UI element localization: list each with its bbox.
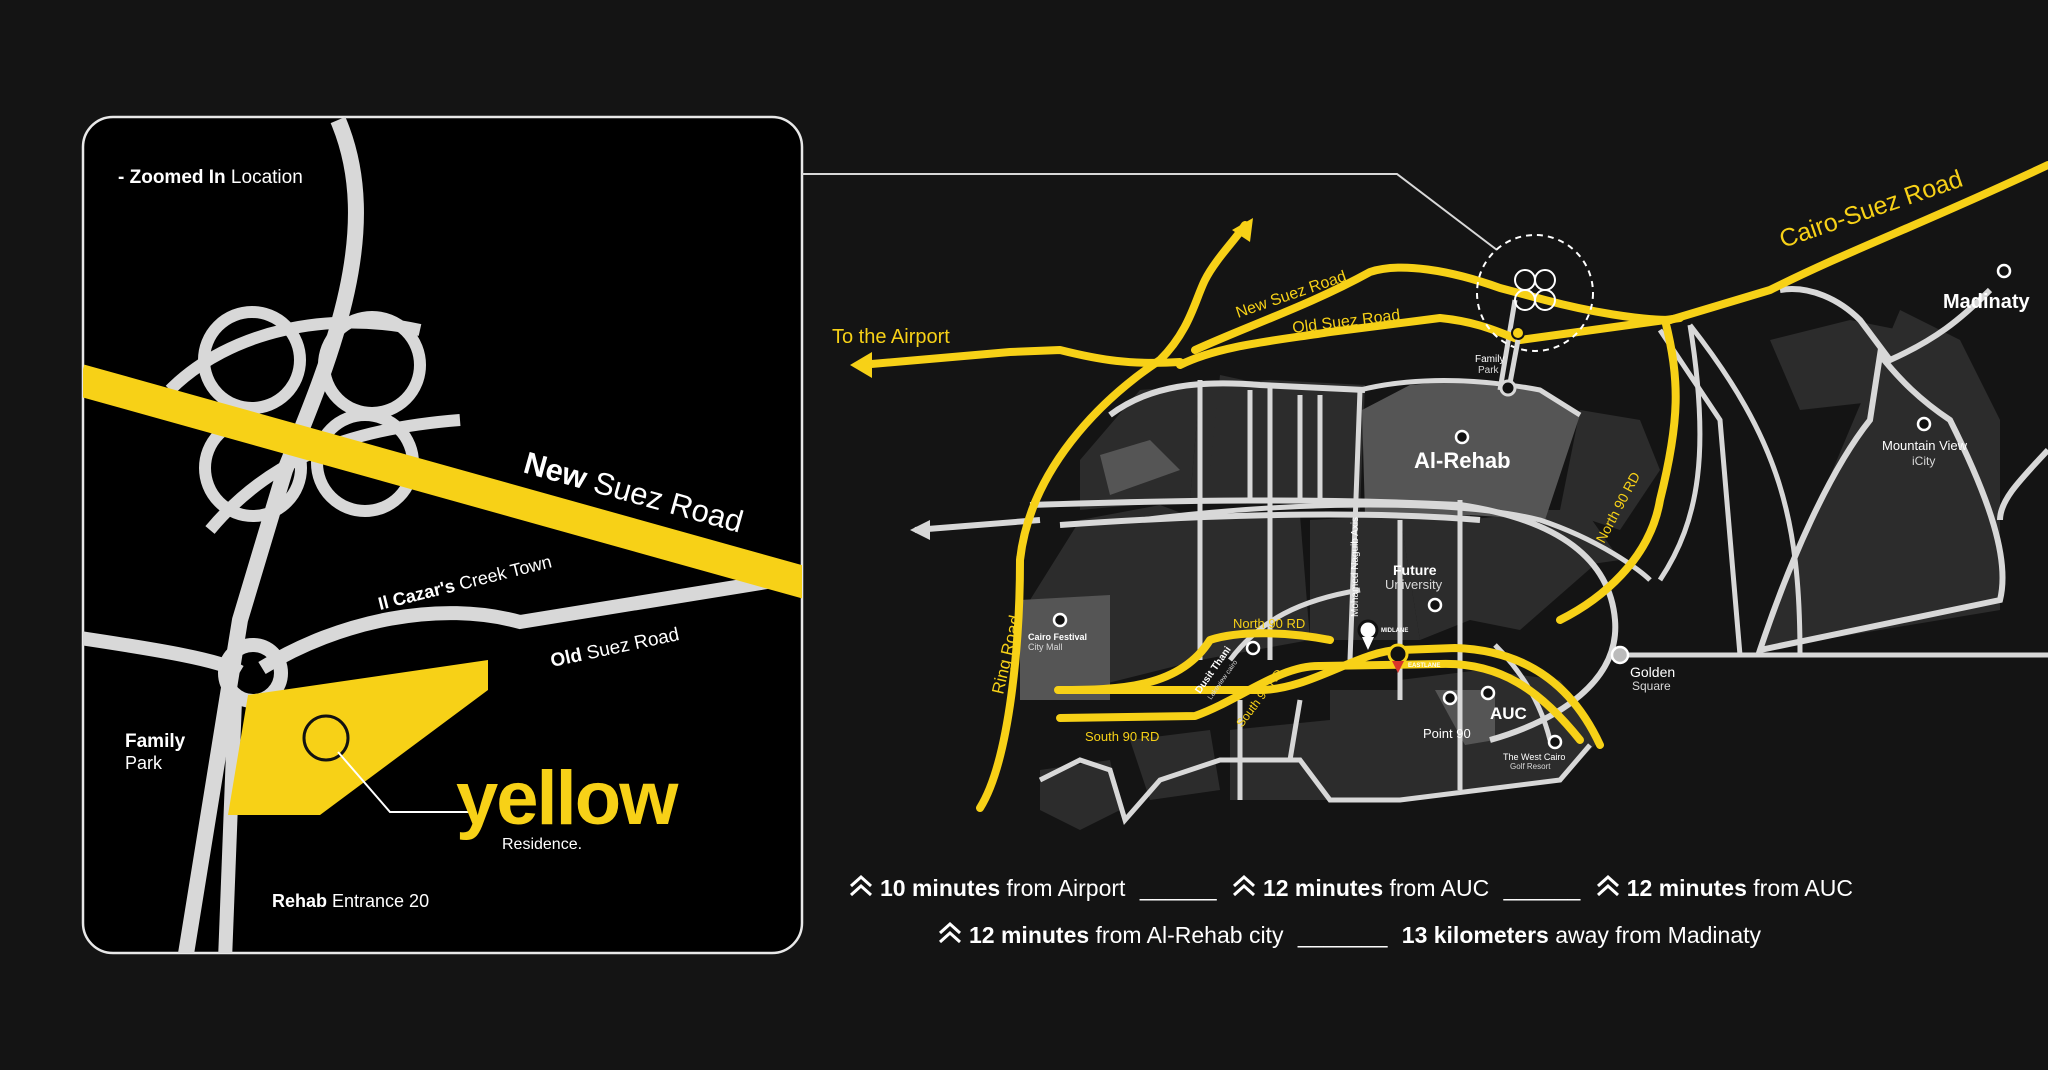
south-90-rd bbox=[1056, 659, 1584, 744]
double-chevron-up-icon bbox=[938, 921, 962, 944]
brand-subtitle: Residence. bbox=[502, 836, 582, 853]
zoomed-in-panel: - Zoomed In Location New Suez Road Il Ca… bbox=[81, 115, 804, 955]
family-park-point bbox=[1499, 379, 1517, 397]
travel-info-row-2: 12 minutes from Al-Rehab city _______ 13… bbox=[937, 921, 1761, 949]
west-cairo-golf-sub: Golf Resort bbox=[1510, 762, 1551, 771]
rehab-entrance-label: Rehab Entrance 20 bbox=[272, 891, 429, 911]
yellow-residence-parcel bbox=[228, 660, 488, 815]
north-90-left bbox=[1054, 629, 1334, 694]
family-park-map-label: Family bbox=[1475, 354, 1504, 365]
point-90-label: Point 90 bbox=[1423, 726, 1471, 741]
midlane-pin bbox=[1357, 619, 1379, 650]
travel-info-row-1: 10 minutes from Airport ______ 12 minute… bbox=[848, 874, 1853, 902]
eastlane-label: EASTLANE bbox=[1408, 663, 1440, 669]
mohamed-naguib-label: Mohamed Naguib Axis bbox=[1350, 517, 1361, 617]
north-90-right bbox=[1556, 316, 1680, 624]
golden-square-label: Golden bbox=[1630, 664, 1675, 680]
overview-map: To the Airport New Suez Road Old Suez Ro… bbox=[832, 161, 2048, 830]
double-chevron-up-icon bbox=[1596, 874, 1619, 897]
auc-label: AUC bbox=[1490, 704, 1527, 723]
zoom-connector-line bbox=[802, 173, 1498, 251]
future-university-label: Future bbox=[1393, 562, 1437, 578]
cairo-suez-road bbox=[1666, 161, 2048, 324]
eastlane-pin bbox=[1387, 643, 1409, 673]
brand-wordmark: yellow bbox=[456, 756, 679, 841]
family-park-zoom-sub: Park bbox=[125, 753, 163, 773]
westbound-road bbox=[914, 517, 1041, 533]
mountain-view-sub: iCity bbox=[1912, 454, 1935, 468]
zoom-marker-circle bbox=[1476, 234, 1594, 352]
new-suez-road-main bbox=[1191, 263, 1674, 354]
old-suez-road bbox=[258, 568, 802, 674]
golden-square-sub: Square bbox=[1632, 679, 1671, 693]
al-rehab-label: Al-Rehab bbox=[1414, 448, 1511, 473]
airport-label: To the Airport bbox=[832, 326, 950, 348]
north-90-rd-left-label: North 90 RD bbox=[1233, 616, 1305, 631]
west-cairo-golf-label: The West Cairo bbox=[1503, 752, 1565, 762]
family-park-map-sub: Park bbox=[1478, 365, 1500, 376]
madinaty-label: Madinaty bbox=[1943, 291, 2031, 313]
double-chevron-up-icon bbox=[1232, 874, 1255, 897]
cairo-festival-label: Cairo Festival bbox=[1028, 632, 1087, 642]
airport-road bbox=[856, 346, 1184, 369]
map-points bbox=[1052, 263, 2012, 750]
north-90-rd-loop bbox=[1056, 644, 1604, 749]
ring-road bbox=[976, 221, 1249, 812]
family-park-zoom-label: Family bbox=[125, 731, 186, 752]
midlane-label: MIDLANE bbox=[1381, 628, 1408, 634]
cairo-festival-sub: City Mall bbox=[1028, 642, 1063, 652]
inner-ring bbox=[1029, 497, 1619, 743]
mountain-view-label: Mountain View bbox=[1882, 438, 1968, 453]
south-90-rd-label: South 90 RD bbox=[1085, 729, 1159, 744]
zoomed-in-title: - Zoomed In Location bbox=[118, 167, 303, 188]
new-suez-road bbox=[83, 364, 802, 600]
double-chevron-up-icon bbox=[849, 874, 873, 897]
future-university-sub: University bbox=[1385, 577, 1443, 592]
old-suez-road-main bbox=[1176, 314, 1684, 369]
al-rehab-district bbox=[1362, 380, 1580, 520]
